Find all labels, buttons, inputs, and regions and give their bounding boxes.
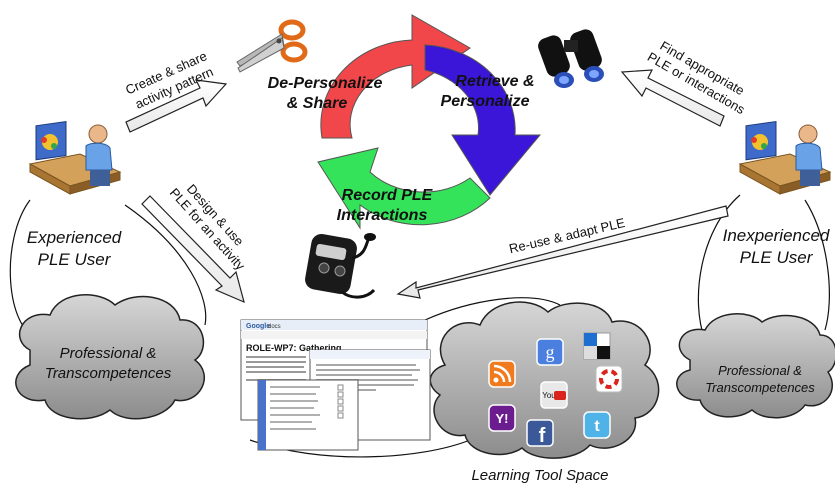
find-arrow: Find appropriate PLE or interactions — [620, 38, 748, 127]
svg-text:You: You — [542, 391, 556, 400]
create-share-arrow: Create & share activity pattern — [123, 48, 228, 133]
scissors-icon — [236, 19, 308, 73]
inexperienced-user-figure — [738, 120, 832, 195]
cycle-label-top-left-2: & Share — [287, 95, 348, 112]
learning-tool-space-label: Learning Tool Space — [471, 467, 608, 484]
cycle-label-bottom-2: Interactions — [337, 207, 428, 224]
google-icon: g — [536, 338, 564, 366]
cycle-diagram: De-Personalize & Share Retrieve & Person… — [268, 14, 542, 230]
inexperienced-user-label: Inexperienced — [723, 226, 830, 245]
experienced-user-label: Experienced — [27, 228, 122, 247]
svg-text:Google: Google — [246, 323, 270, 330]
cycle-label-top-right-2: Personalize — [441, 93, 530, 110]
left-competences-cloud: Professional & Transcompetences — [15, 294, 205, 420]
ple-screenshot-stack: Google docs ROLE-WP7: Gathering — [240, 319, 431, 451]
delicious-icon — [583, 332, 611, 360]
svg-text:f: f — [539, 425, 546, 447]
twitter-icon: t — [583, 411, 611, 439]
svg-text:t: t — [594, 418, 600, 435]
cycle-label-bottom: Record PLE — [342, 187, 434, 204]
svg-text:Y!: Y! — [496, 411, 509, 426]
svg-text:docs: docs — [268, 324, 281, 330]
picasa-icon — [595, 365, 623, 393]
cycle-label-top-left: De-Personalize — [268, 75, 383, 92]
screenshot-doc-title: ROLE-WP7: Gathering — [246, 343, 342, 353]
cycle-label-top-right: Retrieve & — [455, 73, 534, 90]
yahoo-icon: Y! — [488, 404, 516, 432]
experienced-user-label-2: PLE User — [38, 250, 112, 269]
right-cloud-label-2: Transcompetences — [705, 380, 815, 395]
left-cloud-label-2: Transcompetences — [45, 365, 172, 382]
right-cloud-label: Professional & — [718, 363, 802, 378]
cycle-arrow-blue — [424, 44, 542, 196]
recorder-icon — [305, 233, 376, 299]
experienced-user-figure — [28, 120, 122, 195]
design-use-arrow: Design & use PLE for an activity — [141, 181, 248, 304]
binoculars-icon — [538, 29, 604, 88]
cycle-arrow-green — [317, 147, 491, 230]
left-cloud-label: Professional & — [60, 345, 157, 362]
right-competences-cloud: Professional & Transcompetences — [676, 313, 835, 419]
inexperienced-user-label-2: PLE User — [740, 248, 814, 267]
youtube-icon: You — [540, 381, 568, 409]
svg-text:g: g — [546, 342, 555, 362]
rss-icon — [488, 360, 516, 388]
facebook-icon: f — [526, 419, 554, 447]
